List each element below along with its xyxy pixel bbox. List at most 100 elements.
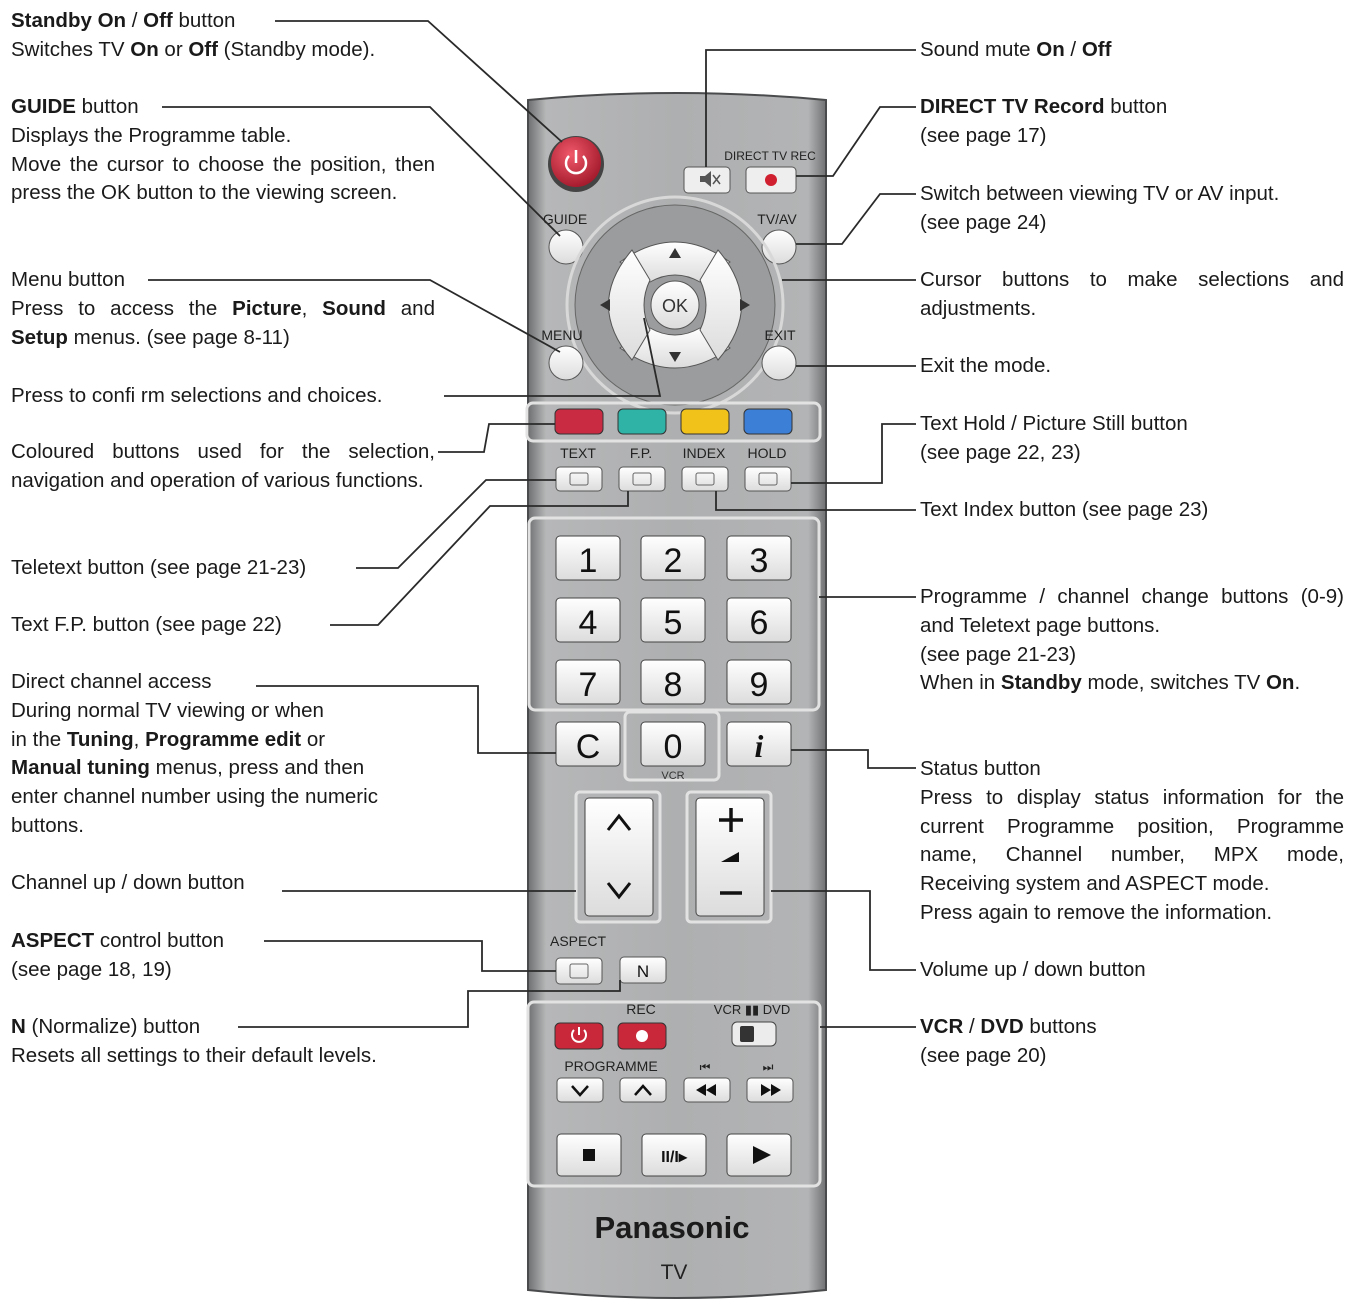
mute-desc-on: On — [1036, 38, 1065, 61]
number-key-1[interactable]: 1 — [555, 535, 621, 581]
normalize-title-rest: (Normalize) button — [25, 1015, 201, 1038]
mute-desc-slash: / — [1064, 38, 1082, 61]
standby-desc-off: Off — [188, 37, 218, 61]
direct-desc-5: buttons. — [11, 813, 84, 837]
menu-label: MENU — [541, 327, 582, 343]
brand-logo: Panasonic — [594, 1210, 749, 1245]
vcr-dvd-label: VCR ▮▮ DVD — [714, 1002, 790, 1017]
index-button[interactable] — [681, 466, 729, 492]
c-button[interactable]: C — [555, 721, 621, 767]
leader-index — [715, 491, 916, 511]
chevron-down-icon — [571, 1085, 589, 1097]
leader-aspect — [264, 940, 556, 972]
cursor-ring — [565, 195, 785, 415]
cursor-up-button[interactable] — [619, 241, 731, 283]
number-key-9[interactable]: 9 — [726, 659, 792, 705]
cursor-right-button[interactable] — [699, 249, 750, 361]
number-key-7[interactable]: 7 — [555, 659, 621, 705]
vcr-standby-button[interactable] — [554, 1022, 604, 1050]
hold-button[interactable] — [744, 466, 792, 492]
fast-forward-icon — [761, 1084, 781, 1096]
number-key-label: 2 — [664, 542, 683, 580]
ok-button[interactable]: OK — [650, 280, 700, 330]
leader-teletext — [356, 479, 556, 569]
play-button[interactable] — [726, 1133, 792, 1177]
standby-button[interactable] — [548, 136, 604, 192]
fp-button[interactable] — [618, 466, 666, 492]
rewind-icon — [696, 1084, 716, 1096]
vcr-key-label: VCR — [661, 770, 684, 782]
number-key-8[interactable]: 8 — [640, 659, 706, 705]
volume-rocker[interactable] — [695, 797, 765, 917]
rewind-button[interactable] — [683, 1077, 731, 1103]
ok-label: OK — [662, 296, 688, 316]
number-key-label: 3 — [750, 542, 769, 580]
status-title: Status button — [920, 757, 1041, 780]
stop-button[interactable] — [556, 1133, 622, 1177]
guide-title: GUIDE — [11, 95, 76, 118]
leader-status — [791, 749, 916, 769]
menu-title: Menu button — [11, 268, 125, 291]
annotation-cursor: Cursor buttons to make selections and ad… — [920, 266, 1344, 324]
n-button[interactable]: N — [619, 956, 667, 984]
index-label: INDEX — [683, 445, 726, 461]
number-key-5[interactable]: 5 — [640, 597, 706, 643]
leader-mute — [705, 49, 916, 167]
hold-label: HOLD — [748, 445, 787, 461]
directrec-page: (see page 17) — [920, 123, 1047, 147]
standby-slash: / — [126, 9, 144, 32]
annotation-tvav: Switch between viewing TV or AV input. (… — [920, 180, 1344, 238]
cursor-left-button[interactable] — [600, 249, 651, 361]
yellow-button[interactable] — [680, 408, 730, 435]
direct-desc-tuning: Tuning — [66, 727, 134, 751]
programme-up-button[interactable] — [619, 1077, 667, 1103]
leader-ok — [444, 317, 662, 397]
index-icon — [695, 472, 715, 486]
volume-frame — [685, 790, 773, 924]
teletext-desc: Teletext button (see page 21-23) — [11, 556, 307, 579]
direct-desc-4: enter channel number using the numeric — [11, 785, 378, 809]
text-button[interactable] — [555, 466, 603, 492]
textfp-desc: Text F.P. button (see page 22) — [11, 613, 282, 636]
menu-desc-sound: Sound — [322, 296, 386, 320]
status-button[interactable]: i — [726, 721, 792, 767]
programme-down-button[interactable] — [556, 1077, 604, 1103]
mute-button[interactable] — [683, 166, 731, 194]
programme-standby-on: On — [1265, 671, 1295, 695]
zero-frame — [623, 710, 721, 782]
number-key-6[interactable]: 6 — [726, 597, 792, 643]
arrow-down-icon — [669, 352, 681, 362]
aspect-page: (see page 18, 19) — [11, 957, 172, 981]
vcr-rec-button[interactable] — [617, 1022, 667, 1050]
vcr-dvd-switch[interactable] — [731, 1021, 777, 1047]
volume-level-icon — [721, 852, 739, 862]
blue-button[interactable] — [743, 408, 793, 435]
pause-step-button[interactable]: II/I▸ — [641, 1133, 707, 1177]
number-key-label: 7 — [579, 666, 598, 704]
hold-page: (see page 22, 23) — [920, 440, 1081, 464]
exit-button[interactable] — [761, 345, 797, 381]
channel-frame — [574, 790, 662, 924]
fast-forward-button[interactable] — [746, 1077, 794, 1103]
red-button[interactable] — [554, 408, 604, 435]
leader-coloured — [438, 423, 555, 453]
programme-standby-end: . — [1294, 671, 1301, 695]
green-button[interactable] — [617, 408, 667, 435]
number-key-4[interactable]: 4 — [555, 597, 621, 643]
directrec-title: DIRECT TV Record — [920, 95, 1105, 118]
rec-label: REC — [626, 1001, 656, 1017]
aspect-title-rest: control button — [94, 929, 225, 952]
channel-rocker[interactable] — [584, 797, 654, 917]
annotation-direct: Direct channel access During normal TV v… — [11, 668, 435, 841]
direct-tv-rec-label: DIRECT TV REC — [724, 149, 816, 163]
mute-desc-a: Sound mute — [920, 38, 1037, 61]
number-key-3[interactable]: 3 — [726, 535, 792, 581]
direct-desc-manual: Manual tuning — [11, 756, 150, 780]
direct-tv-rec-button[interactable] — [745, 166, 797, 194]
number-key-2[interactable]: 2 — [640, 535, 706, 581]
zero-button[interactable]: 0 — [640, 721, 706, 767]
menu-button[interactable] — [548, 345, 584, 381]
number-key-label: 4 — [579, 604, 598, 642]
